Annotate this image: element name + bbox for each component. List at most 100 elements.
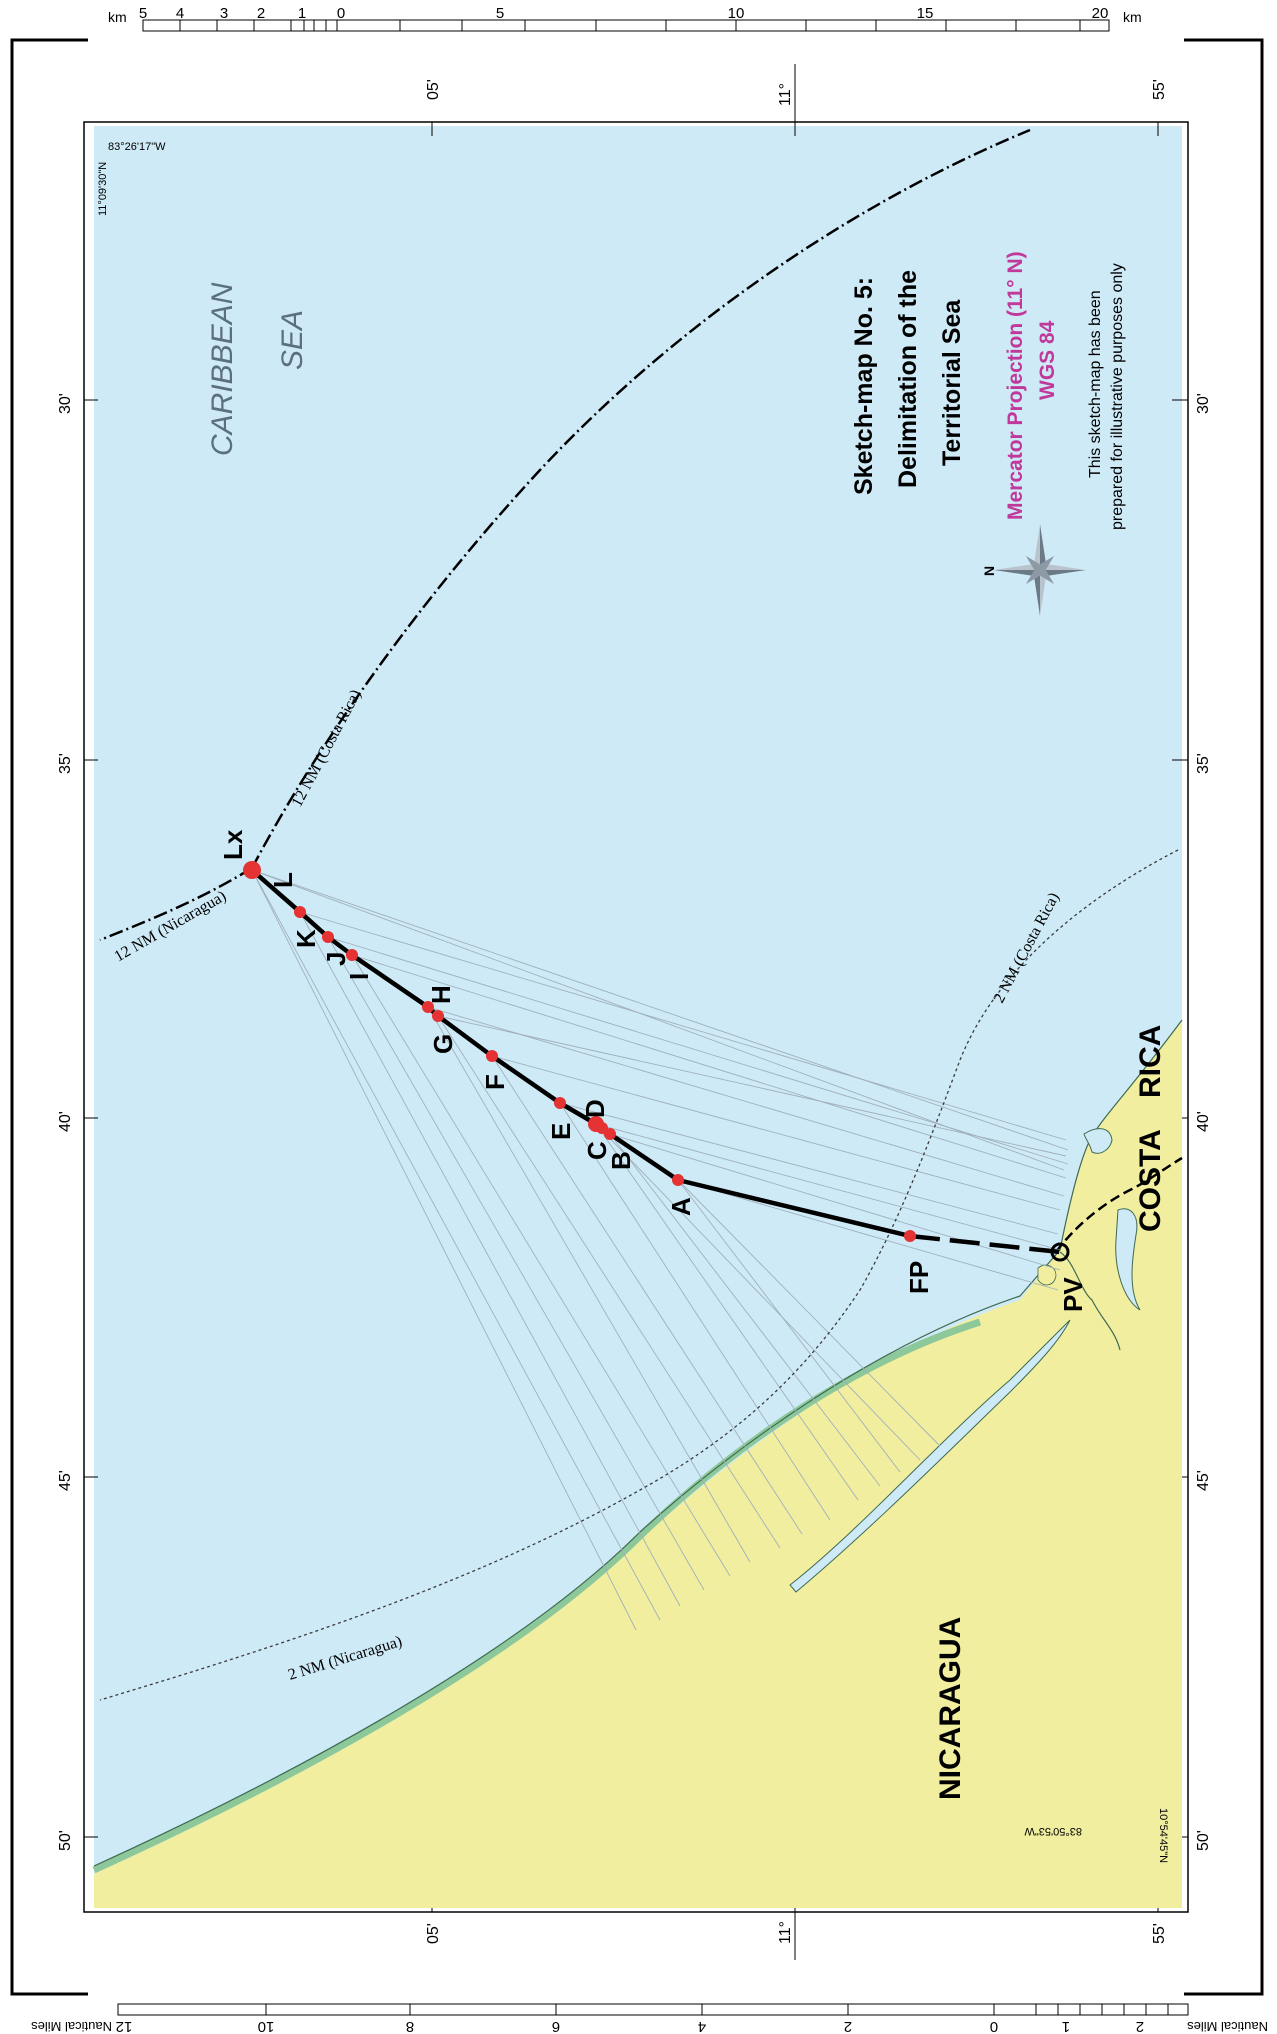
km-scale-bar: km km 5 4 3 2 1 0 5 10 15 20 bbox=[108, 5, 1142, 32]
km-tick: 4 bbox=[176, 5, 184, 22]
nm-tick: 12 bbox=[116, 2018, 133, 2034]
point-h bbox=[422, 1001, 434, 1013]
label-fp: FP bbox=[904, 1261, 934, 1294]
outer-frame bbox=[10, 38, 1264, 1996]
corner-bottom-lon: 83°50'53"W bbox=[1024, 1825, 1082, 1837]
costa-rica-lagoon bbox=[1115, 1208, 1141, 1311]
point-i bbox=[346, 949, 358, 961]
country-label-nicaragua: NICARAGUA bbox=[934, 1617, 967, 1800]
point-fp bbox=[904, 1230, 916, 1242]
label-l: L bbox=[268, 872, 298, 888]
delimitation-dashed-segment bbox=[909, 1233, 1061, 1255]
north-arrow-icon bbox=[994, 524, 1086, 616]
label-b: B bbox=[606, 1151, 636, 1170]
sea-label-sea: SEA bbox=[276, 310, 309, 370]
point-e bbox=[554, 1097, 566, 1109]
nm-tick: 4 bbox=[698, 2018, 706, 2034]
nm-tick: 0 bbox=[990, 2018, 998, 2034]
km-tick: 0 bbox=[337, 5, 345, 22]
twelve-nm-nicaragua-limit bbox=[99, 866, 253, 942]
lat-top-11: 11° bbox=[777, 83, 794, 106]
costa-rica-land bbox=[1060, 1020, 1182, 1250]
lon-left-45: 45' bbox=[57, 1470, 74, 1491]
km-unit-left: km bbox=[108, 9, 127, 25]
north-label: N bbox=[981, 566, 997, 576]
point-j bbox=[322, 931, 334, 943]
point-g bbox=[432, 1010, 444, 1022]
lon-right-45: 45' bbox=[1195, 1470, 1212, 1491]
nm-tick: 2 bbox=[1136, 2018, 1144, 2034]
lon-left-35: 35' bbox=[57, 753, 74, 774]
label-a: A bbox=[666, 1197, 696, 1216]
lat-bottom-11: 11° bbox=[777, 1921, 794, 1944]
river-channel bbox=[1059, 1251, 1121, 1351]
turning-points bbox=[243, 861, 916, 1242]
lon-left-30: 30' bbox=[57, 393, 74, 414]
km-tick: 2 bbox=[257, 5, 265, 22]
label-f: F bbox=[480, 1074, 510, 1090]
point-f bbox=[486, 1050, 498, 1062]
point-a bbox=[672, 1174, 684, 1186]
title-line-1: Sketch-map No. 5: bbox=[850, 277, 878, 495]
nm-tick: 8 bbox=[406, 2018, 414, 2034]
point-k bbox=[294, 906, 306, 918]
country-label-rica: RICA bbox=[1134, 1025, 1167, 1098]
label-g: G bbox=[428, 1034, 458, 1054]
km-tick: 1 bbox=[298, 5, 306, 22]
title-line-3: Territorial Sea bbox=[938, 299, 966, 466]
two-nm-costa-rica-limit bbox=[99, 849, 1179, 1701]
lat-top-05: 05' bbox=[425, 79, 442, 100]
label-e: E bbox=[546, 1123, 576, 1140]
nm-tick: 1 bbox=[1062, 2018, 1070, 2034]
km-tick: 15 bbox=[917, 5, 934, 22]
country-label-costa: COSTA bbox=[1134, 1129, 1167, 1232]
sea-label-caribbean: CARIBBEAN bbox=[206, 282, 239, 456]
label-lx: Lx bbox=[218, 829, 248, 860]
lat-bottom-55: 55' bbox=[1151, 1923, 1168, 1944]
nicaragua-land bbox=[94, 1160, 1182, 1908]
datum-label: WGS 84 bbox=[1036, 320, 1059, 400]
label-h: H bbox=[426, 985, 456, 1004]
km-unit-right: km bbox=[1123, 9, 1142, 25]
km-tick: 3 bbox=[220, 5, 228, 22]
nm-tick: 2 bbox=[844, 2018, 852, 2034]
corner-top-lon: 83°26'17"W bbox=[108, 141, 166, 153]
shoreline-band bbox=[92, 1318, 982, 1874]
km-tick: 5 bbox=[496, 5, 504, 22]
nm-tick: 6 bbox=[552, 2018, 560, 2034]
lon-right-50: 50' bbox=[1195, 1830, 1212, 1851]
construction-lines bbox=[251, 869, 1069, 1631]
projection-label: Mercator Projection (11° N) bbox=[1004, 251, 1027, 520]
nm-tick: 10 bbox=[258, 2018, 275, 2034]
point-b bbox=[604, 1128, 616, 1140]
lon-right-35: 35' bbox=[1195, 753, 1212, 774]
lat-bottom-05: 05' bbox=[425, 1923, 442, 1944]
lat-top-55: 55' bbox=[1151, 79, 1168, 100]
label-c: C bbox=[582, 1141, 612, 1160]
km-tick: 20 bbox=[1092, 5, 1109, 22]
nm-unit-left: Nautical Miles bbox=[31, 2019, 112, 2034]
title-line-2: Delimitation of the bbox=[894, 270, 922, 488]
costa-rica-inlet bbox=[1083, 1128, 1113, 1154]
lon-right-30: 30' bbox=[1195, 393, 1212, 414]
label-pv: PV bbox=[1058, 1277, 1088, 1312]
title-block: Sketch-map No. 5: Delimitation of the Te… bbox=[850, 251, 1126, 530]
lon-right-40: 40' bbox=[1195, 1111, 1212, 1132]
label-d: D bbox=[580, 1099, 610, 1118]
nm-unit-right: Nautical Miles bbox=[1187, 2019, 1268, 2034]
label-j: J bbox=[321, 952, 351, 966]
km-tick: 10 bbox=[728, 5, 745, 22]
label-k: K bbox=[291, 929, 321, 948]
lon-left-50: 50' bbox=[57, 1830, 74, 1851]
corner-bottom-lat: 10°54'45"N bbox=[1157, 1808, 1169, 1863]
note-line-1: This sketch-map has been bbox=[1087, 290, 1104, 478]
twelve-nm-costa-rica-limit bbox=[250, 128, 1031, 869]
point-lx bbox=[243, 861, 261, 879]
corner-top-lat: 11°09'30"N bbox=[97, 162, 109, 216]
lon-left-40: 40' bbox=[57, 1111, 74, 1132]
lagoon-spit bbox=[789, 1319, 1071, 1593]
km-tick: 5 bbox=[139, 5, 147, 22]
point-pv bbox=[1050, 1242, 1070, 1262]
label-i: I bbox=[344, 973, 374, 980]
